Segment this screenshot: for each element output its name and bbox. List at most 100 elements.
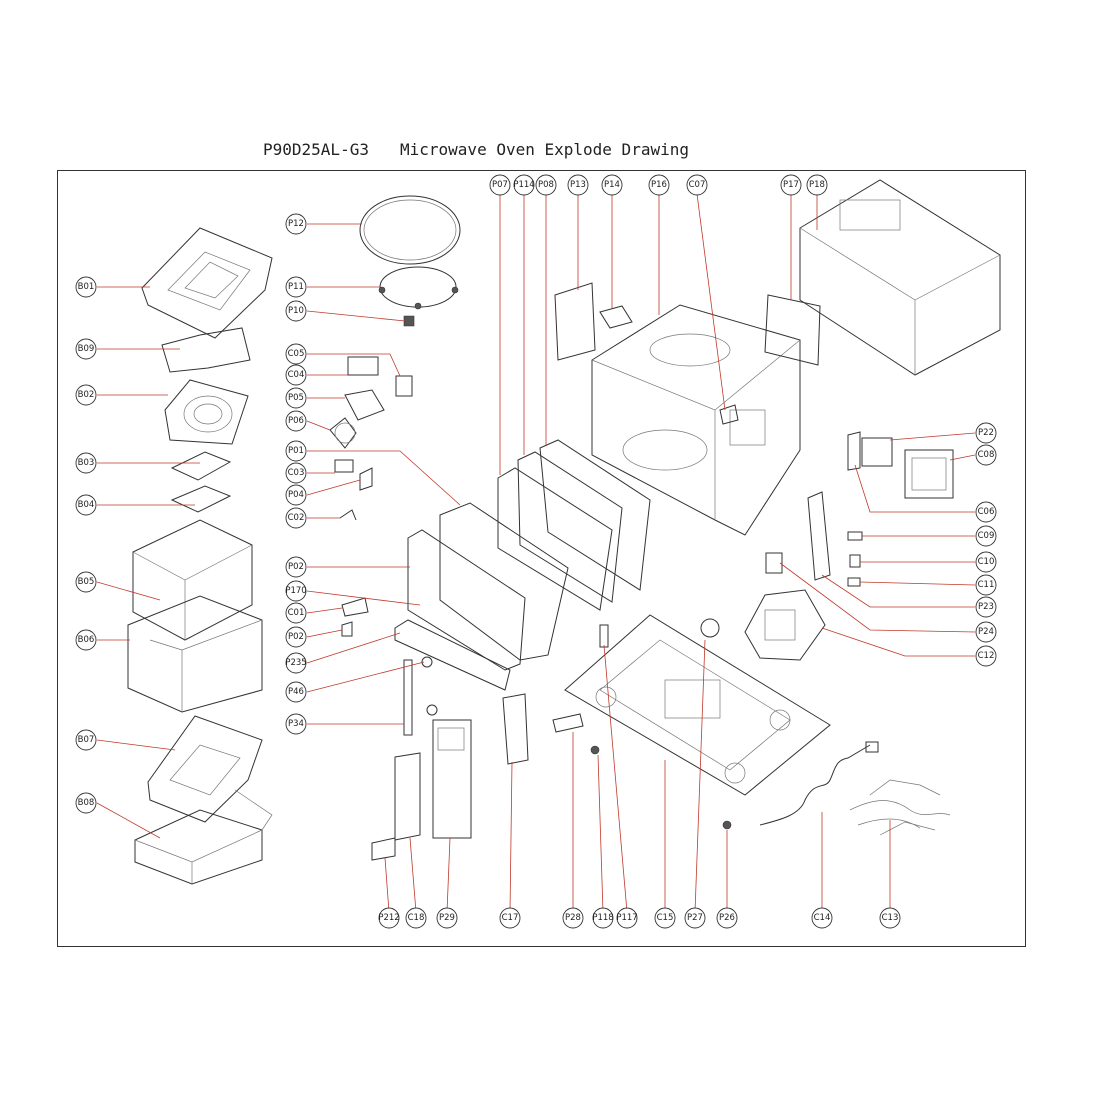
svg-text:P29: P29 xyxy=(439,913,455,923)
callout-p02-latch: P02 xyxy=(285,626,307,648)
svg-text:P08: P08 xyxy=(538,180,554,190)
wiring-harness-c13 xyxy=(849,779,951,836)
callout-p17: P17 xyxy=(780,174,802,196)
callout-c13: C13 xyxy=(879,907,901,929)
callout-b02: B02 xyxy=(75,384,97,406)
magnetron-c08 xyxy=(904,449,954,499)
svg-text:P13: P13 xyxy=(570,180,586,190)
callout-b01: B01 xyxy=(75,276,97,298)
callout-p23: P23 xyxy=(975,596,997,618)
foam-b02 xyxy=(164,379,249,445)
callout-c15: C15 xyxy=(654,907,676,929)
svg-text:P23: P23 xyxy=(978,602,994,612)
roller-ring-p11 xyxy=(379,266,457,308)
carton-b05-b06 xyxy=(127,519,263,713)
svg-text:P11: P11 xyxy=(288,282,304,292)
callout-p29: P29 xyxy=(436,907,458,929)
svg-text:C15: C15 xyxy=(657,913,674,923)
drawing-description: Microwave Oven Explode Drawing xyxy=(400,140,689,159)
callout-p118: P118 xyxy=(592,907,614,929)
svg-text:C02: C02 xyxy=(288,513,305,523)
svg-text:B08: B08 xyxy=(78,798,95,808)
svg-text:C12: C12 xyxy=(978,651,995,661)
bracket-p28 xyxy=(552,713,584,733)
svg-text:P27: P27 xyxy=(687,913,703,923)
callout-p114: P114 xyxy=(513,174,535,196)
carton-b08 xyxy=(134,789,273,885)
svg-text:C14: C14 xyxy=(814,913,831,923)
thermostat-c07 xyxy=(719,404,739,425)
callout-p24: P24 xyxy=(975,621,997,643)
svg-text:B01: B01 xyxy=(78,282,95,292)
callout-c04: C04 xyxy=(285,364,307,386)
door-frame-p01 xyxy=(439,502,569,661)
svg-text:C11: C11 xyxy=(978,580,995,590)
svg-text:P28: P28 xyxy=(565,913,581,923)
callout-p02-door: P02 xyxy=(285,556,307,578)
callout-c06: C06 xyxy=(975,501,997,523)
svg-text:C03: C03 xyxy=(288,468,305,478)
svg-text:P16: P16 xyxy=(651,180,667,190)
svg-text:P118: P118 xyxy=(592,913,613,923)
power-cord-c14 xyxy=(759,744,871,826)
svg-text:P117: P117 xyxy=(616,913,637,923)
foam-bottom-b07 xyxy=(147,715,263,823)
callout-p05: P05 xyxy=(285,387,307,409)
svg-text:P170: P170 xyxy=(285,586,306,596)
svg-text:B05: B05 xyxy=(78,577,95,587)
svg-text:B06: B06 xyxy=(78,635,95,645)
callout-p27: P27 xyxy=(684,907,706,929)
switch-c10 xyxy=(849,554,861,568)
callout-c05: C05 xyxy=(285,343,307,365)
transformer-c12 xyxy=(744,589,826,661)
cavity-p16 xyxy=(591,304,801,536)
membrane-c18 xyxy=(394,752,421,841)
callout-p46: P46 xyxy=(285,681,307,703)
callout-c11: C11 xyxy=(975,574,997,596)
fuse-c06 xyxy=(847,431,861,471)
svg-text:B07: B07 xyxy=(78,735,95,745)
plug-c14 xyxy=(865,741,879,753)
leader-lines xyxy=(96,193,976,913)
svg-text:C08: C08 xyxy=(978,450,995,460)
svg-text:C01: C01 xyxy=(288,608,305,618)
svg-text:P17: P17 xyxy=(783,180,799,190)
motor-p27 xyxy=(700,618,720,638)
callout-p235: P235 xyxy=(285,652,307,674)
drawing-frame xyxy=(57,170,1026,947)
svg-text:C18: C18 xyxy=(408,913,425,923)
svg-text:P14: P14 xyxy=(604,180,620,190)
sheet-b03 xyxy=(170,451,232,481)
callout-b07: B07 xyxy=(75,729,97,751)
wire-c02 xyxy=(339,509,357,521)
model-number: P90D25AL-G3 xyxy=(263,140,369,159)
svg-text:B03: B03 xyxy=(78,458,95,468)
svg-text:P02: P02 xyxy=(288,562,304,572)
control-board-c17 xyxy=(502,693,529,765)
callout-b04: B04 xyxy=(75,494,97,516)
svg-text:P18: P18 xyxy=(809,180,825,190)
button-p212 xyxy=(371,837,396,861)
latch-board-p23 xyxy=(807,491,831,581)
svg-text:P22: P22 xyxy=(978,428,994,438)
callout-p11: P11 xyxy=(285,276,307,298)
switch-c09 xyxy=(847,531,863,541)
callout-p10: P10 xyxy=(285,300,307,322)
svg-text:P07: P07 xyxy=(492,180,508,190)
foam-top-b01 xyxy=(141,227,273,339)
callout-p170: P170 xyxy=(285,580,307,602)
svg-text:B09: B09 xyxy=(78,344,95,354)
callout-c03: C03 xyxy=(285,462,307,484)
switch-c11 xyxy=(847,577,861,587)
motor-assembly xyxy=(329,356,413,449)
callout-b08: B08 xyxy=(75,792,97,814)
callout-p07: P07 xyxy=(489,174,511,196)
bag-b09 xyxy=(161,327,251,373)
svg-text:P06: P06 xyxy=(288,416,304,426)
callout-c18: C18 xyxy=(405,907,427,929)
callout-p08: P08 xyxy=(535,174,557,196)
svg-text:P235: P235 xyxy=(285,658,306,668)
sheet-b04 xyxy=(170,485,232,513)
callout-p34: P34 xyxy=(285,713,307,735)
